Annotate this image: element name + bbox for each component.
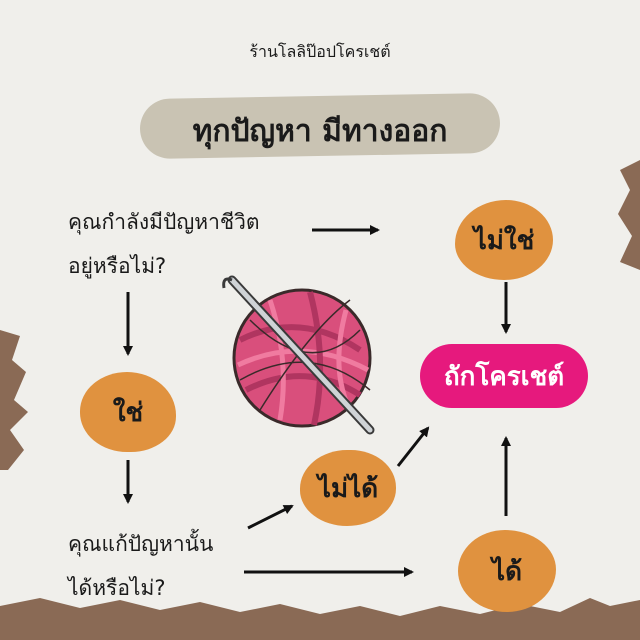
question-2-line-1: คุณแก้ปัญหานั้น [68, 532, 214, 556]
yarn-and-hook-illustration [222, 275, 375, 435]
question-can-solve: คุณแก้ปัญหานั้น ได้หรือไม่? [68, 522, 213, 610]
answer-no-blob: ไม่ใช่ [455, 200, 553, 280]
answer-can-blob: ได้ [458, 530, 556, 612]
shop-name: ร้านโลลิป๊อปโครเชต์ [249, 42, 391, 61]
page-title: ทุกปัญหา มีทางออก [192, 114, 448, 149]
arrow-cannot-to-result [396, 426, 430, 467]
answer-cannot-blob: ไม่ได้ [300, 450, 396, 526]
question-1-line-2: อยู่หรือไม่? [68, 254, 167, 278]
question-1-line-1: คุณกำลังมีปัญหาชีวิต [68, 210, 260, 234]
question-2-line-2: ได้หรือไม่? [68, 576, 166, 600]
crochet-hook-icon [222, 275, 375, 435]
arrow-q2-to-cannot [247, 504, 294, 530]
question-life-problem: คุณกำลังมีปัญหาชีวิต อยู่หรือไม่? [68, 200, 260, 288]
answer-yes-blob: ใช่ [80, 372, 176, 452]
result-crochet-pill: ถักโครเชต์ [420, 344, 588, 408]
